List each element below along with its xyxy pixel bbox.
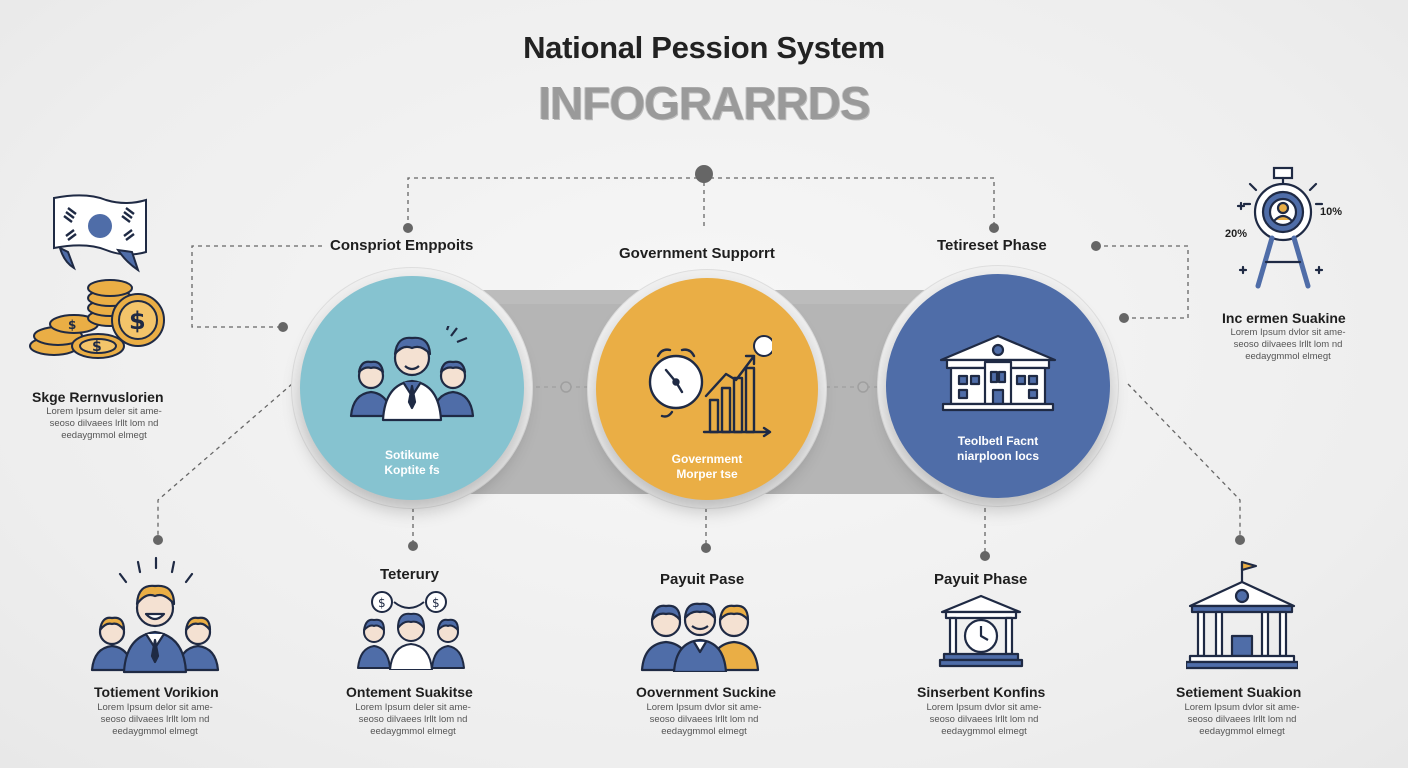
korean-flag-icon: [46, 192, 156, 276]
bottom-item-label: Teterury: [380, 566, 439, 583]
side-right-desc: Lorem Ipsum dvlor sit ame- seoso dilvaee…: [1230, 327, 1346, 362]
bottom-item-desc: Lorem Ipsum dvlor sit ame- seoso dilvaee…: [1184, 702, 1300, 737]
bottom-item-desc: Lorem Ipsum delor sit ame- seoso dilvaee…: [97, 702, 213, 737]
clock-growth-chart-icon: [642, 334, 772, 438]
page-subtitle: INFOGRARRDS: [538, 77, 870, 129]
bottom-item-label: Oovernment Suckine: [636, 684, 777, 700]
bottom-item-desc: Lorem Ipsum deler sit ame- seoso dilvaee…: [355, 702, 471, 737]
stage-circle-text-contribution: Sotikume Koptite fs: [384, 448, 440, 477]
stage-circle-text-government: Government Morper tse: [671, 452, 743, 481]
bottom-item-label: Ontement Suakitse: [346, 684, 473, 700]
svg-text:$: $: [129, 307, 146, 335]
svg-text:$: $: [92, 339, 102, 355]
side-left-label: Skge Rernvuslorien: [32, 389, 164, 405]
svg-text:$: $: [68, 318, 76, 332]
stage-circle-government[interactable]: Government Morper tse: [596, 278, 818, 500]
coins-stack-icon: $ $ $: [26, 276, 168, 372]
stage-label-retirement: Tetireset Phase: [937, 237, 1047, 254]
stage-label-government: Government Supporrt: [619, 245, 775, 262]
svg-text:$: $: [378, 596, 386, 610]
government-building-icon: [933, 332, 1063, 412]
percent-right-label: 10%: [1320, 206, 1343, 218]
person-target-icon: [1230, 166, 1340, 290]
stage-circle-retirement[interactable]: Teolbetl Facnt niarploon locs: [886, 274, 1110, 498]
stage-circle-contribution[interactable]: Sotikume Koptite fs: [300, 276, 524, 500]
svg-text:$: $: [432, 596, 440, 610]
side-right-label: Inc ermen Suakine: [1222, 310, 1346, 326]
clock-building-icon: [938, 594, 1024, 668]
side-left-desc: Lorem Ipsum deler sit ame- seoso dilvaee…: [46, 406, 162, 441]
people-group-icon: [347, 326, 477, 422]
bottom-item-label: Payuit Phase: [934, 571, 1028, 588]
bottom-item-label: Payuit Pase: [660, 571, 745, 588]
stage-label-contribution: Conspriot Emppoits: [330, 237, 474, 254]
page-title: National Pession System: [523, 30, 885, 65]
happy-people-icon: [90, 556, 220, 674]
bottom-item-desc: Lorem Ipsum dvlor sit ame- seoso dilvaee…: [646, 702, 762, 737]
bottom-item-label: Totiement Vorikion: [94, 684, 219, 700]
bottom-item-label: Setiement Suakion: [1176, 684, 1302, 700]
people-coins-icon: $ $: [354, 588, 470, 670]
three-people-icon: [638, 600, 762, 672]
bank-building-icon: [1186, 560, 1298, 672]
percent-left-label: 20%: [1225, 228, 1248, 240]
bottom-item-label: Sinserbent Konfins: [917, 684, 1046, 700]
bottom-item-desc: Lorem Ipsum dvlor sit ame- seoso dilvaee…: [926, 702, 1042, 737]
stage-circle-text-retirement: Teolbetl Facnt niarploon locs: [956, 434, 1039, 463]
